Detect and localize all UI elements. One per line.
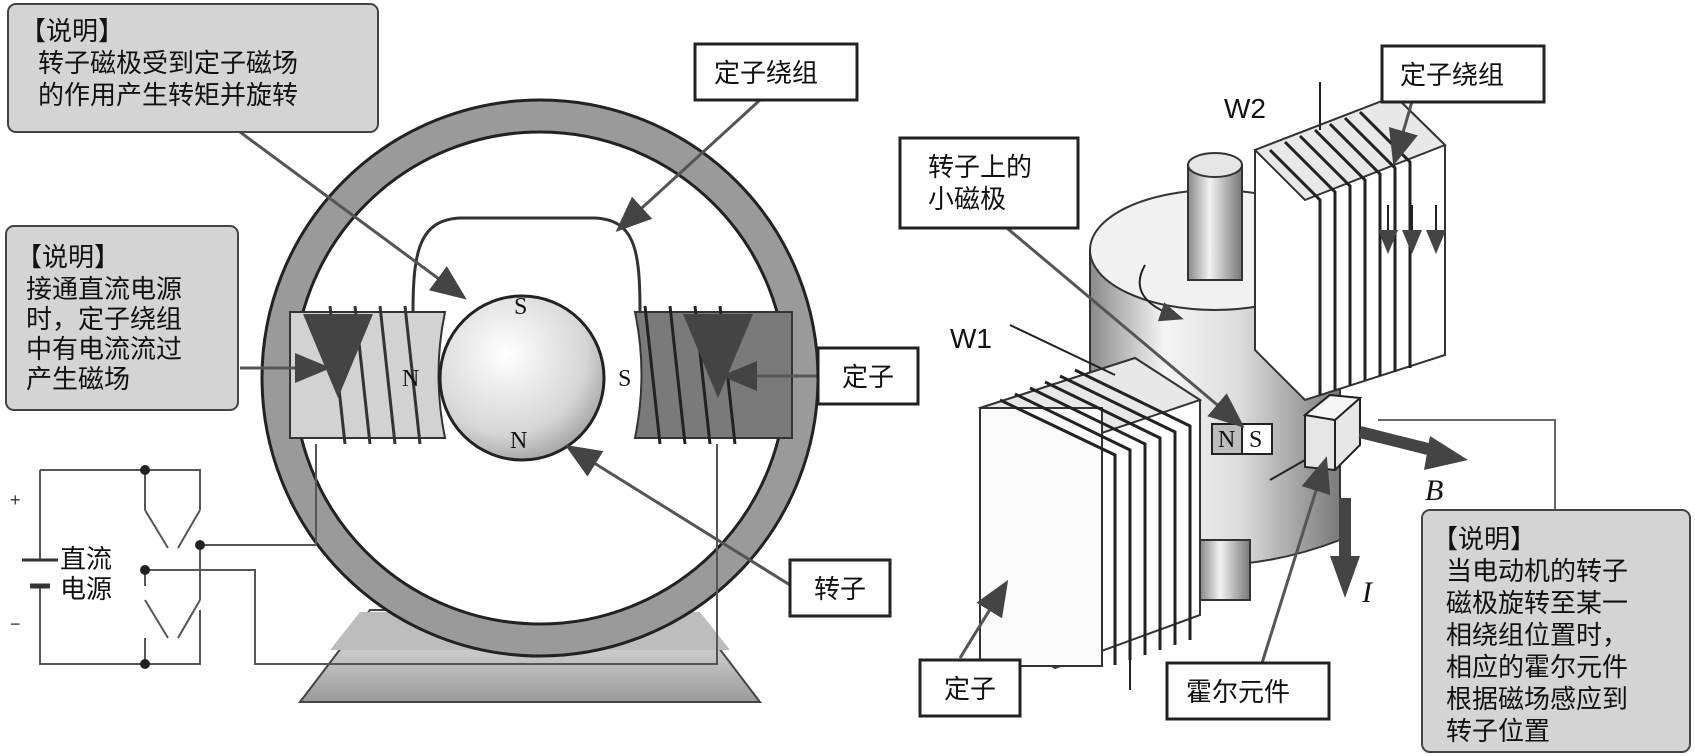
- svg-text:霍尔元件: 霍尔元件: [1186, 678, 1290, 708]
- left-motor: S N N S + − 直流 电源: [5, 3, 920, 703]
- label-stator: 定子: [816, 346, 920, 406]
- label-hall-element: 霍尔元件: [1165, 661, 1331, 721]
- svg-text:定子: 定子: [944, 675, 996, 705]
- dc-supply-label-1: 直流: [60, 545, 112, 575]
- note-hall-sensing: 【说明】 当电动机的转子 磁极旋转至某一 相绕组位置时， 相应的霍尔元件 根据磁…: [1421, 509, 1691, 753]
- label-rotor-magnet: 转子上的 小磁极: [898, 136, 1080, 230]
- svg-text:定子: 定子: [842, 363, 894, 393]
- right-motor: N S B I W1 W2 定子绕组: [898, 44, 1691, 753]
- svg-text:转子: 转子: [814, 575, 866, 605]
- svg-text:N: N: [1218, 427, 1235, 453]
- svg-text:【说明】: 【说明】: [20, 17, 124, 47]
- svg-text:【说明】: 【说明】: [1432, 525, 1536, 555]
- note-dc-field: 【说明】 接通直流电源 时，定子绕组 中有电流流过 产生磁场: [5, 225, 239, 411]
- rotor: [438, 294, 606, 462]
- b-field-label: B: [1425, 474, 1443, 507]
- label-stator-winding-right: 定子绕组: [1380, 44, 1546, 104]
- dc-supply-label-2: 电源: [60, 575, 112, 605]
- svg-text:接通直流电源: 接通直流电源: [26, 275, 182, 305]
- hall-element: [1269, 393, 1363, 481]
- svg-text:当电动机的转子: 当电动机的转子: [1446, 557, 1628, 587]
- rotor-magnet: N S: [1211, 423, 1273, 455]
- svg-text:磁极旋转至某一: 磁极旋转至某一: [1446, 589, 1628, 619]
- w2-label: W2: [1224, 93, 1266, 124]
- stator-pole-n-label: N: [402, 366, 419, 392]
- stator-pole-s-label: S: [618, 366, 631, 392]
- svg-text:相绕组位置时，: 相绕组位置时，: [1446, 621, 1628, 651]
- note-rotation: 【说明】 转子磁极受到定子磁场 的作用产生转矩并旋转: [7, 3, 379, 133]
- svg-text:的作用产生转矩并旋转: 的作用产生转矩并旋转: [38, 81, 298, 111]
- stator-w2: [1253, 82, 1447, 402]
- svg-text:转子位置: 转子位置: [1446, 717, 1550, 747]
- svg-text:定子绕组: 定子绕组: [1400, 61, 1504, 91]
- shaft: [1187, 164, 1243, 281]
- svg-text:中有电流流过: 中有电流流过: [26, 335, 182, 365]
- rotor-pole-s: S: [514, 294, 527, 320]
- svg-text:根据磁场感应到: 根据磁场感应到: [1446, 685, 1628, 715]
- stator-w1: [977, 324, 1203, 690]
- svg-text:S: S: [1249, 427, 1262, 453]
- label-rotor: 转子: [788, 558, 892, 618]
- rotor-pole-n: N: [510, 428, 527, 454]
- svg-text:【说明】: 【说明】: [16, 243, 120, 273]
- svg-text:产生磁场: 产生磁场: [26, 365, 130, 395]
- minus-sign: −: [10, 614, 21, 634]
- svg-text:相应的霍尔元件: 相应的霍尔元件: [1446, 653, 1628, 683]
- svg-text:时，定子绕组: 时，定子绕组: [26, 305, 182, 335]
- plus-sign: +: [10, 490, 21, 510]
- dc-circuit: [39, 444, 718, 665]
- label-stator-winding: 定子绕组: [693, 42, 859, 102]
- svg-text:小磁极: 小磁极: [928, 185, 1006, 215]
- label-stator-right: 定子: [918, 658, 1022, 718]
- w1-label: W1: [950, 323, 992, 354]
- svg-text:转子上的: 转子上的: [928, 153, 1032, 183]
- svg-text:转子磁极受到定子磁场: 转子磁极受到定子磁场: [38, 49, 298, 79]
- svg-text:定子绕组: 定子绕组: [714, 59, 818, 89]
- current-label: I: [1361, 576, 1374, 609]
